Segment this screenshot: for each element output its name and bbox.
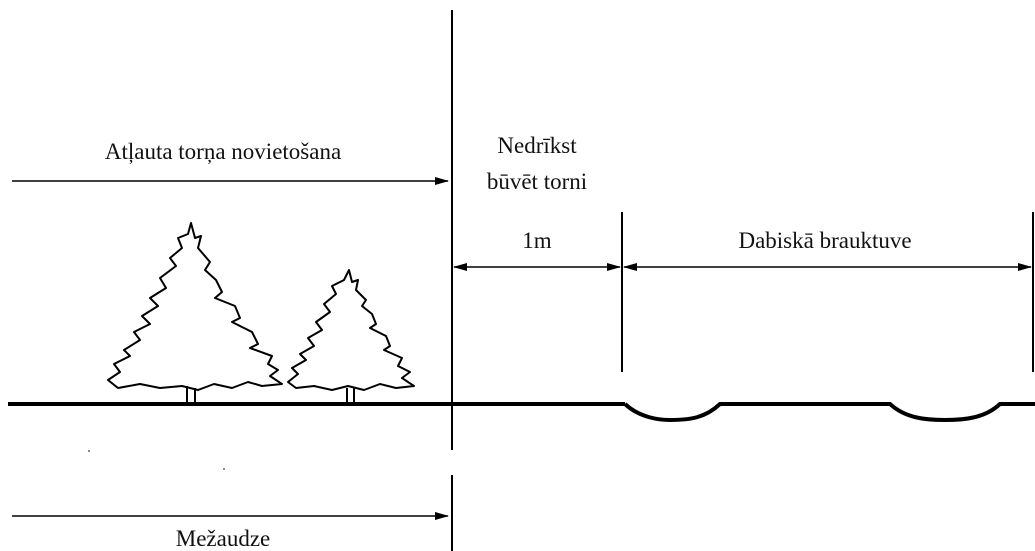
roadway-label: Dabiskā brauktuve (738, 228, 911, 253)
speck-dot (88, 450, 90, 452)
roadway-surface (623, 402, 1035, 423)
forest-stand-label: Mežaudze (176, 526, 271, 551)
large-spruce-tree-icon (107, 222, 283, 402)
speck-dot (223, 468, 225, 470)
distance-label: 1m (522, 228, 552, 253)
allowed-placement-label: Atļauta torņa novietošana (105, 139, 341, 165)
no-build-label-line2: būvēt torni (487, 169, 587, 194)
small-spruce-tree-icon (287, 269, 415, 402)
no-build-label-line1: Nedrīkst (497, 133, 577, 158)
